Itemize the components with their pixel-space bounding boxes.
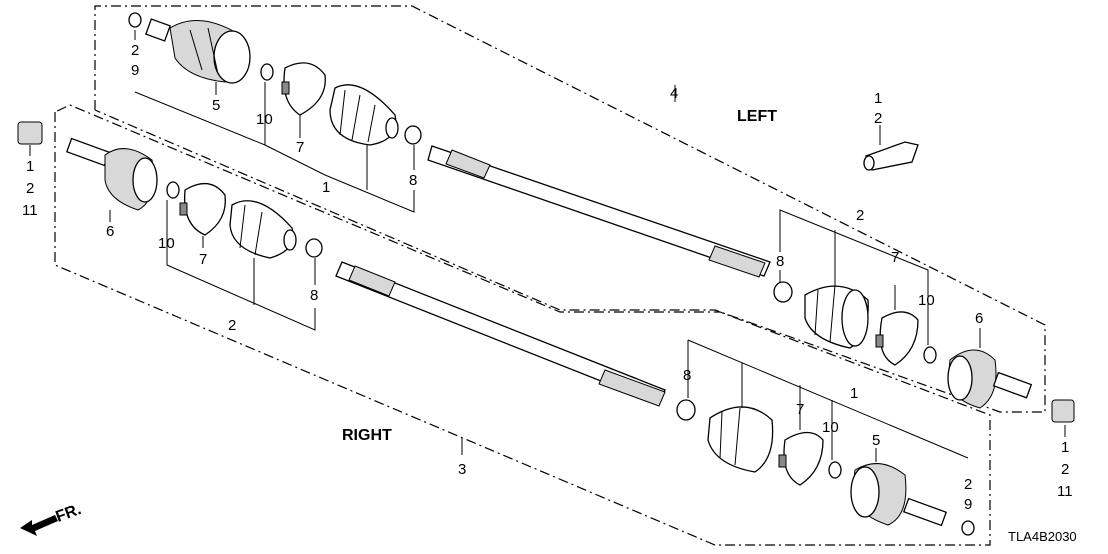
- callout-11-nut-right: 11: [22, 202, 38, 219]
- callout-1-grease: 1: [874, 90, 882, 107]
- callout-5-right: 5: [872, 432, 880, 449]
- boot-band-small-left-inner: [404, 125, 422, 145]
- boot-band-left-inner: [281, 62, 326, 116]
- boot-band-right-inner: [778, 431, 824, 486]
- callout-7-right: 7: [199, 251, 207, 268]
- callout-2-right-end: 2: [964, 476, 972, 493]
- half-shaft-right: [335, 261, 666, 407]
- half-shaft-left: [427, 145, 771, 278]
- callout-10-right: 10: [158, 235, 175, 252]
- label-fr: FR.: [54, 501, 84, 526]
- left-assembly-boundary: [94, 5, 1046, 413]
- label-left: LEFT: [737, 108, 777, 125]
- callout-6-left: 6: [975, 310, 983, 327]
- callout-10-left-outer: 10: [918, 292, 935, 309]
- callout-2-left-top: 2: [131, 42, 139, 59]
- callout-10-right-inner: 10: [822, 419, 839, 436]
- right-assembly-boundary: [54, 104, 991, 546]
- callout-7-right-inner: 7: [796, 401, 804, 418]
- callout-1-nut-left: 1: [1061, 439, 1069, 456]
- callout-2-left-outer: 2: [856, 207, 864, 224]
- circlip-right-end: [961, 520, 975, 536]
- spindle-nut-right: [17, 121, 43, 145]
- circlip-left-inner: [260, 63, 274, 81]
- boot-band-right-outer: [179, 183, 226, 236]
- callout-1-right-inner: 1: [850, 385, 858, 402]
- boot-band-small-left-outer: [773, 281, 793, 303]
- callout-3: 3: [458, 461, 466, 478]
- callout-6-right: 6: [106, 223, 114, 240]
- callout-1-nut-right: 1: [26, 158, 34, 175]
- callout-4: 4: [670, 85, 678, 102]
- boot-band-left-outer: [875, 311, 919, 366]
- label-right: RIGHT: [342, 427, 392, 444]
- boot-right-outer: [229, 200, 297, 259]
- circlip-left-outer: [128, 12, 142, 28]
- callout-2-grease: 2: [874, 110, 882, 127]
- boot-left-inner: [329, 84, 399, 146]
- callout-8-left-outer: 8: [776, 253, 784, 270]
- front-direction-arrow-icon: [20, 515, 58, 536]
- circlip-right-inner: [828, 461, 842, 479]
- grease-tube: [863, 141, 919, 171]
- outer-cv-joint-right: [65, 137, 158, 211]
- boot-right-inner: [707, 406, 774, 473]
- callout-7-left: 7: [296, 139, 304, 156]
- callout-8-right-inner: 8: [683, 367, 691, 384]
- circlip-left-outer-joint: [923, 346, 937, 364]
- callout-8-right: 8: [310, 287, 318, 304]
- callout-1-left: 1: [322, 179, 330, 196]
- callout-8-left: 8: [409, 172, 417, 189]
- callout-2-right: 2: [228, 317, 236, 334]
- circlip-right-outer: [166, 181, 180, 199]
- spindle-nut-left: [1051, 399, 1075, 423]
- diagram-code: TLA4B2030: [1008, 529, 1077, 544]
- callout-5-left: 5: [212, 97, 220, 114]
- boot-band-small-right-outer: [305, 238, 323, 258]
- callout-9-left-top: 9: [131, 62, 139, 79]
- callout-9-right-end: 9: [964, 496, 972, 513]
- callout-10-left: 10: [256, 111, 273, 128]
- leader-lines: [29, 30, 1066, 462]
- callout-2-nut-left: 2: [1061, 461, 1069, 478]
- inner-cv-joint-left: [145, 18, 251, 84]
- inner-cv-joint-right: [850, 463, 948, 527]
- outer-cv-joint-left: [947, 349, 1033, 409]
- callout-11-nut-left: 11: [1057, 483, 1073, 500]
- callout-2-nut-right: 2: [26, 180, 34, 197]
- boot-left-outer: [804, 284, 869, 349]
- boot-band-small-right-inner: [676, 399, 696, 421]
- callout-7-left-outer: 7: [891, 249, 899, 266]
